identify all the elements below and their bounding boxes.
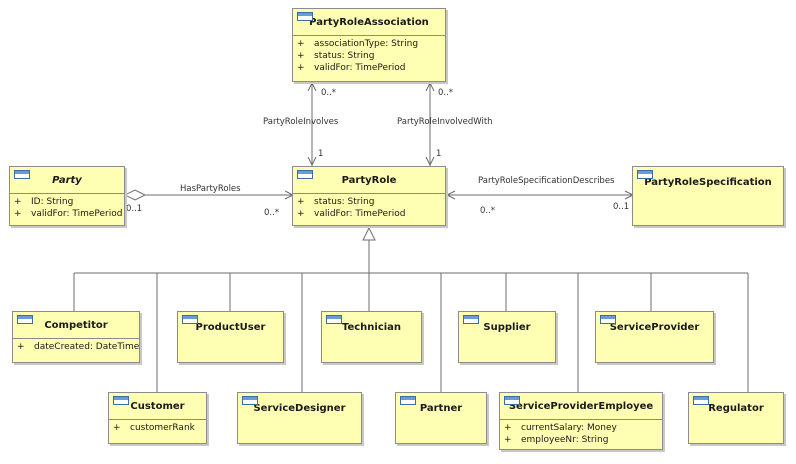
multiplicity-label: 0..*: [264, 208, 280, 218]
class-icon: [463, 315, 479, 324]
class-name: Partner: [419, 402, 463, 414]
navigability-arrow: [307, 156, 317, 167]
class-name: PartyRole: [341, 174, 397, 186]
class-icon: [297, 12, 313, 21]
class-product-user[interactable]: ProductUser: [177, 311, 284, 363]
attribute: +customerRank: [113, 423, 195, 433]
class-name: PartyRoleAssociation: [309, 16, 429, 28]
class-party-role-specification[interactable]: PartyRoleSpecification: [632, 166, 784, 226]
attribute: +status: String: [297, 197, 375, 207]
attribute: +associationType: String: [297, 39, 419, 49]
generalization-triangle: [362, 226, 376, 241]
class-competitor[interactable]: Competitor +dateCreated: DateTime: [12, 311, 140, 363]
attribute: +status: String: [297, 51, 375, 61]
class-name: PartyRoleSpecification: [644, 176, 772, 188]
association-name-party-role-involves: PartyRoleInvolves: [263, 117, 339, 127]
class-service-provider-employee[interactable]: ServiceProviderEmployee +currentSalary: …: [499, 392, 663, 450]
multiplicity-label: 0..*: [321, 88, 337, 98]
class-service-designer[interactable]: ServiceDesigner: [237, 392, 362, 444]
class-icon: [504, 396, 520, 405]
attribute: +validFor: TimePeriod: [297, 63, 406, 73]
class-icon: [693, 396, 709, 405]
class-name: Customer: [130, 400, 185, 412]
class-icon: [182, 315, 198, 324]
attribute-compartment: +associationType: String +status: String…: [293, 35, 445, 74]
class-icon: [600, 315, 616, 324]
attribute-compartment: +status: String +validFor: TimePeriod: [293, 193, 445, 220]
association-name-party-role-specification-describes: PartyRoleSpecificationDescribes: [478, 176, 615, 186]
aggregation-diamond: [123, 189, 147, 201]
class-name: Supplier: [483, 321, 531, 333]
class-party[interactable]: Party +ID: String +validFor: TimePeriod: [9, 166, 125, 226]
attribute: +employeeNr: String: [504, 435, 609, 445]
navigability-arrow: [425, 156, 435, 167]
class-name: Technician: [341, 321, 402, 333]
attribute-compartment: +ID: String +validFor: TimePeriod: [10, 193, 124, 220]
class-name: ServiceDesigner: [253, 402, 346, 414]
class-name: ServiceProvider: [609, 321, 700, 333]
association-name-has-party-roles: HasPartyRoles: [180, 184, 241, 194]
class-name: ServiceProviderEmployee: [508, 400, 654, 412]
navigability-arrow: [307, 81, 317, 92]
class-party-role-association[interactable]: PartyRoleAssociation +associationType: S…: [292, 8, 446, 82]
attribute-compartment: +customerRank: [109, 419, 206, 434]
association-name-party-role-involved-with: PartyRoleInvolvedWith: [397, 117, 493, 127]
class-supplier[interactable]: Supplier: [458, 311, 556, 363]
class-partner[interactable]: Partner: [395, 392, 487, 444]
class-name: ProductUser: [195, 321, 266, 333]
multiplicity-label: 0..1: [613, 202, 630, 212]
multiplicity-label: 1: [436, 149, 442, 159]
class-regulator[interactable]: Regulator: [688, 392, 784, 444]
class-icon: [326, 315, 342, 324]
class-customer[interactable]: Customer +customerRank: [108, 392, 207, 444]
multiplicity-label: 0..*: [438, 88, 454, 98]
multiplicity-label: 0..1: [126, 204, 143, 214]
navigability-arrow: [445, 190, 456, 200]
class-icon: [400, 396, 416, 405]
class-party-role[interactable]: PartyRole +status: String +validFor: Tim…: [292, 166, 446, 226]
class-icon: [242, 396, 258, 405]
class-technician[interactable]: Technician: [321, 311, 422, 363]
attribute: +validFor: TimePeriod: [297, 209, 406, 219]
class-icon: [14, 170, 30, 179]
attribute: +dateCreated: DateTime: [17, 342, 140, 352]
attribute-compartment: +dateCreated: DateTime: [13, 338, 139, 353]
attribute: +validFor: TimePeriod: [14, 209, 123, 219]
class-service-provider[interactable]: ServiceProvider: [595, 311, 714, 363]
class-icon: [637, 170, 653, 179]
class-name: Competitor: [44, 319, 108, 331]
navigability-arrow: [425, 81, 435, 92]
class-name: Party: [52, 174, 82, 186]
class-name: Regulator: [708, 402, 764, 414]
class-icon: [17, 315, 33, 324]
multiplicity-label: 0..*: [480, 206, 496, 216]
class-icon: [297, 170, 313, 179]
class-icon: [113, 396, 129, 405]
multiplicity-label: 1: [318, 149, 324, 159]
attribute-compartment: +currentSalary: Money +employeeNr: Strin…: [500, 419, 662, 446]
attribute: +currentSalary: Money: [504, 423, 617, 433]
attribute: +ID: String: [14, 197, 74, 207]
